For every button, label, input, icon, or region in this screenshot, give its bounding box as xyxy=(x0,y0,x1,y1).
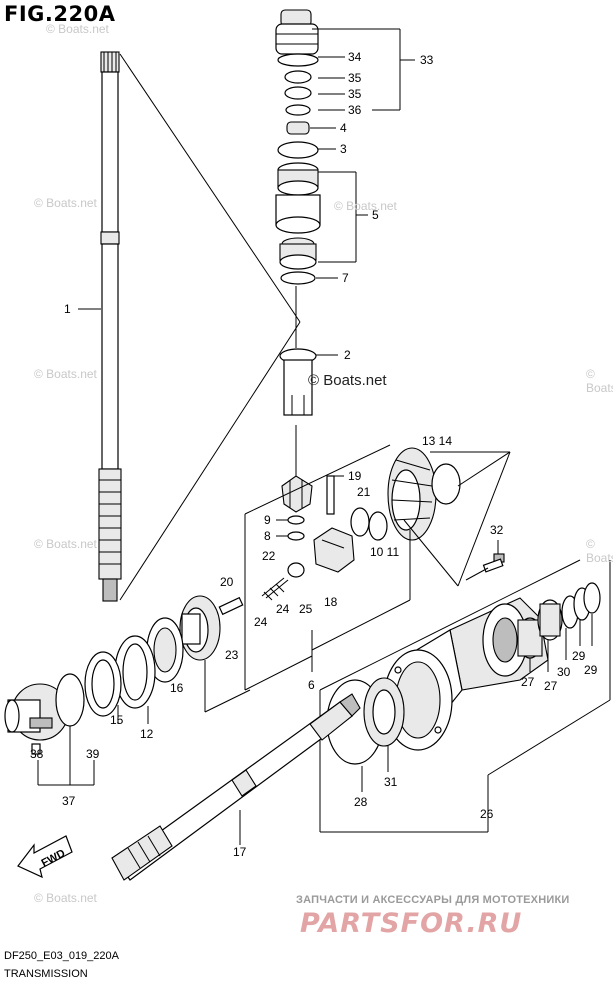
snap-ring[interactable] xyxy=(431,463,461,505)
propeller-shaft[interactable] xyxy=(111,693,361,881)
bevel-gear[interactable] xyxy=(387,447,437,541)
thrust-bearing[interactable] xyxy=(146,617,184,683)
callout-28: 28 xyxy=(354,795,368,809)
retaining-ring[interactable] xyxy=(350,507,370,537)
watermark: © Boats.net xyxy=(586,367,613,395)
watermark: © Boats.net xyxy=(334,199,397,213)
pin[interactable] xyxy=(326,475,335,515)
callout-22: 22 xyxy=(262,549,276,563)
seal-ring[interactable] xyxy=(277,53,319,67)
callout-10-11: 10 11 xyxy=(370,545,399,559)
propeller-shaft-housing[interactable] xyxy=(383,597,549,751)
callout-37: 37 xyxy=(62,794,76,808)
oil-seal[interactable] xyxy=(583,582,601,614)
watermark: © Boats.net xyxy=(34,196,97,210)
callout-3: 3 xyxy=(340,142,347,156)
callout-17: 17 xyxy=(233,845,247,859)
brand-logo: PARTSFOR.RU xyxy=(300,908,523,939)
sleeve[interactable] xyxy=(279,348,317,416)
washer[interactable] xyxy=(287,531,305,541)
drive-shaft[interactable] xyxy=(98,51,122,602)
callout-29a: 29 xyxy=(572,649,586,663)
watermark: © Boats.net xyxy=(34,537,97,551)
watermark: © Boats.net xyxy=(34,367,97,381)
callout-25: 25 xyxy=(299,602,313,616)
watermark: © Boats.net xyxy=(46,22,109,36)
callout-12: 12 xyxy=(140,727,154,741)
callout-33: 33 xyxy=(420,53,434,67)
washer[interactable] xyxy=(287,515,305,525)
callout-6: 6 xyxy=(308,678,315,692)
callout-30: 30 xyxy=(557,665,571,679)
fwd-arrow-icon: FWD xyxy=(17,835,73,879)
reverse-gear[interactable] xyxy=(179,595,221,661)
callout-32: 32 xyxy=(490,523,504,537)
brand-tagline: ЗАПЧАСТИ И АКСЕССУАРЫ ДЛЯ МОТОТЕХНИКИ xyxy=(296,894,570,906)
clutch-dog[interactable] xyxy=(313,527,355,573)
callout-4: 4 xyxy=(340,121,347,135)
bearing-housing[interactable] xyxy=(4,673,85,741)
callout-24a: 24 xyxy=(254,615,268,629)
callout-2: 2 xyxy=(344,348,351,362)
callout-13-14: 13 14 xyxy=(422,434,452,448)
callout-16: 16 xyxy=(170,681,184,695)
callout-1: 1 xyxy=(64,302,71,316)
callout-27a: 27 xyxy=(521,675,535,689)
callout-9: 9 xyxy=(264,513,271,527)
callout-19: 19 xyxy=(348,469,362,483)
callout-7: 7 xyxy=(342,271,349,285)
pinion-gear[interactable] xyxy=(281,475,313,513)
needle-bearing[interactable] xyxy=(537,599,563,641)
callout-26: 26 xyxy=(480,807,494,821)
watermark: © Boats.net xyxy=(586,537,613,565)
collar[interactable] xyxy=(287,562,305,578)
guide-line xyxy=(119,53,301,323)
callout-34: 34 xyxy=(348,50,362,64)
guide-line xyxy=(119,321,301,601)
upper-seal-housing[interactable] xyxy=(275,9,319,55)
callout-35b: 35 xyxy=(348,87,362,101)
ball-bearing[interactable] xyxy=(363,677,405,747)
section-label: TRANSMISSION xyxy=(4,968,88,980)
bearing-race[interactable] xyxy=(277,141,319,159)
figure-code: DF250_E03_019_220A xyxy=(4,950,119,962)
shim-ring-inner xyxy=(91,659,115,709)
shift-spring[interactable] xyxy=(261,577,289,601)
callout-21: 21 xyxy=(357,485,371,499)
callout-5: 5 xyxy=(372,208,379,222)
callout-20: 20 xyxy=(220,575,234,589)
thrust-washer-inner xyxy=(122,643,148,701)
bolt[interactable] xyxy=(482,553,505,573)
o-ring[interactable] xyxy=(285,104,311,116)
watermark-large: © Boats.net xyxy=(308,372,387,389)
callout-15: 15 xyxy=(110,713,124,727)
retaining-ring[interactable] xyxy=(368,511,388,541)
callout-23: 23 xyxy=(225,648,239,662)
oil-seal[interactable] xyxy=(284,86,312,100)
shim[interactable] xyxy=(280,271,316,285)
watermark: © Boats.net xyxy=(34,891,97,905)
oil-seal[interactable] xyxy=(284,70,312,84)
pin[interactable] xyxy=(31,743,41,755)
callout-8: 8 xyxy=(264,529,271,543)
callout-29b: 29 xyxy=(584,663,598,677)
callout-38: 38 xyxy=(30,747,44,761)
callout-18: 18 xyxy=(324,595,338,609)
callout-27b: 27 xyxy=(544,679,558,693)
callout-36: 36 xyxy=(348,103,362,117)
callout-31: 31 xyxy=(384,775,398,789)
callout-35a: 35 xyxy=(348,71,362,85)
shift-rod[interactable] xyxy=(218,596,244,616)
taper-roller-bearing[interactable] xyxy=(275,162,321,270)
bushing[interactable] xyxy=(286,121,310,135)
callout-24b: 24 xyxy=(276,602,290,616)
callout-39: 39 xyxy=(86,747,100,761)
figure-title: FIG.220A xyxy=(4,2,116,26)
